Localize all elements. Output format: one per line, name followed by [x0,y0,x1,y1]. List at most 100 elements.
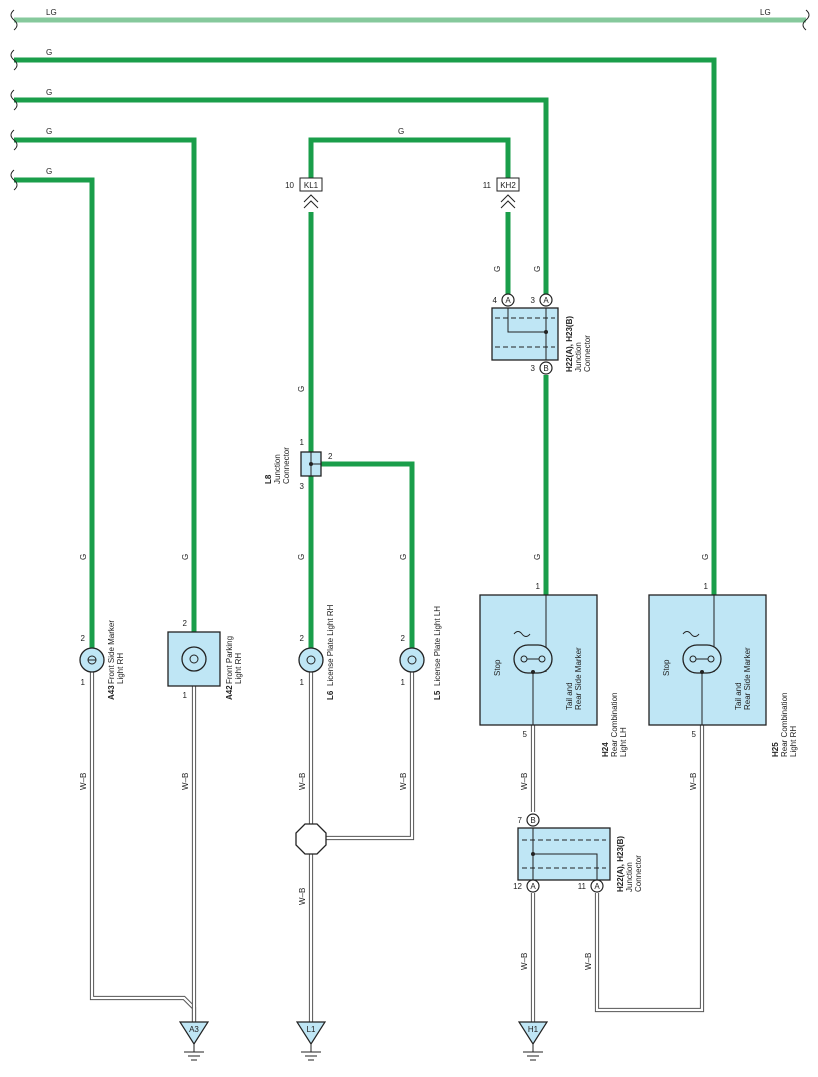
junction-top-box [491,307,559,361]
svg-text:Light LH: Light LH [619,727,628,757]
wire-label-wb-11a: W–B [584,953,593,970]
svg-text:1: 1 [704,582,709,591]
component-l6: 2 1 L6 License Plate Light RH [298,604,335,700]
wire-g-kl1-kh2 [308,137,511,178]
svg-text:Junction: Junction [273,454,282,484]
svg-text:2: 2 [81,634,86,643]
svg-text:B: B [543,364,548,373]
svg-text:Rear Side Marker: Rear Side Marker [743,647,752,710]
svg-text:H25: H25 [771,742,780,757]
svg-text:2: 2 [401,634,406,643]
svg-text:A: A [505,296,511,305]
wire-label-wb-h1: W–B [520,953,529,970]
wire-g-l8-l5 [321,461,415,648]
wire-label-wb-a43: W–B [79,773,88,790]
svg-text:2: 2 [183,619,188,628]
connector-kh2-label: KH2 [500,181,516,190]
svg-text:A: A [530,882,536,891]
junction-connector-bottom: B A A 7 12 11 H22(A), H23(B) Junction Co… [513,813,643,893]
wire-label-lg-left: LG [46,8,57,17]
svg-text:A: A [594,882,600,891]
wire-label-g-h24: G [533,554,542,560]
svg-text:1: 1 [401,678,406,687]
svg-text:L6: L6 [326,690,335,700]
svg-text:Tail and: Tail and [565,682,574,710]
svg-text:License Plate Light LH: License Plate Light LH [433,606,442,686]
wire-label-g-l6: G [297,554,306,560]
component-h25: 1 5 Stop Tail and Rear Side Marker H25 R… [648,582,798,757]
svg-text:H22(A), H23(B): H22(A), H23(B) [616,836,625,892]
wire-label-g-bus4: G [46,167,52,176]
component-h24: 1 5 Stop Tail and Rear Side Marker H24 R… [479,582,628,757]
svg-text:3: 3 [531,364,536,373]
wire-break-marks [10,9,810,191]
ground-a3: A3 [178,1021,210,1061]
svg-text:B: B [530,816,535,825]
junction-top-name1: Junction [574,342,583,372]
bulb-l5 [399,647,425,673]
junction-top-name2: Connector [583,335,592,372]
svg-text:3: 3 [531,296,536,305]
wire-label-g-bus3: G [46,127,52,136]
kl1-kh2-loop: G KL1 10 KH2 11 G G G [285,127,542,452]
junction-top-id: H22(A), H23(B) [565,316,574,372]
svg-text:L1: L1 [307,1025,316,1034]
svg-text:3: 3 [300,482,305,491]
svg-text:7: 7 [518,816,523,825]
junction-l8: 1 2 3 L8 Junction Connector G G [264,438,415,648]
svg-text:1: 1 [300,438,305,447]
svg-text:4: 4 [493,296,498,305]
connector-kl1-chevron [303,194,319,209]
svg-text:Stop: Stop [493,659,502,676]
wire-label-wb-h24: W–B [520,773,529,790]
svg-text:Light RH: Light RH [789,726,798,757]
svg-text:A: A [543,296,549,305]
wire-label-g-3a: G [533,266,542,272]
svg-text:5: 5 [692,730,697,739]
svg-text:Light RH: Light RH [234,653,243,684]
wire-label-wb-l6: W–B [298,773,307,790]
wire-label-g-a43: G [79,554,88,560]
wire-label-g-loop: G [398,127,404,136]
wire-label-g-kh2: G [493,266,502,272]
svg-text:H1: H1 [528,1025,539,1034]
wire-label-lg-right: LG [760,8,771,17]
component-a42: 2 1 A42 Front Parking Light RH [167,619,243,700]
wire-label-g-bus1: G [46,48,52,57]
connector-kh2-box [496,177,520,192]
svg-text:A3: A3 [189,1025,199,1034]
svg-text:A43: A43 [107,685,116,700]
connector-kh2-pin: 11 [483,181,492,190]
wire-g-bus-a43 [14,177,95,648]
svg-text:11: 11 [578,882,587,891]
svg-text:12: 12 [513,882,522,891]
svg-text:License Plate Light RH: License Plate Light RH [326,604,335,686]
wire-label-wb-l1: W–B [298,888,307,905]
svg-text:Tail and: Tail and [734,682,743,710]
svg-text:Front Side Marker: Front Side Marker [107,620,116,684]
connector-kh2-chevron [500,194,516,209]
svg-text:5: 5 [523,730,528,739]
wire-label-wb-l5: W–B [399,773,408,790]
wire-label-g-bus2: G [46,88,52,97]
h25-box [648,594,767,726]
svg-text:Connector: Connector [282,447,291,484]
junction-top-pin3a [539,293,553,307]
svg-text:1: 1 [183,691,188,700]
svg-text:Front Parking: Front Parking [225,636,234,684]
connector-kl1-box [299,177,323,192]
svg-text:H24: H24 [601,742,610,757]
svg-text:Junction: Junction [625,862,634,892]
junction-top-pin3b [539,361,553,375]
svg-text:1: 1 [81,678,86,687]
svg-text:2: 2 [328,452,333,461]
component-l5: 2 1 L5 License Plate Light LH [399,606,442,700]
svg-text:L5: L5 [433,690,442,700]
ground-l1: L1 [295,1021,327,1061]
svg-text:Rear Combination: Rear Combination [610,693,619,757]
wire-label-wb-h25: W–B [689,773,698,790]
svg-text:1: 1 [300,678,305,687]
svg-text:Rear Combination: Rear Combination [780,693,789,757]
svg-text:2: 2 [300,634,305,643]
